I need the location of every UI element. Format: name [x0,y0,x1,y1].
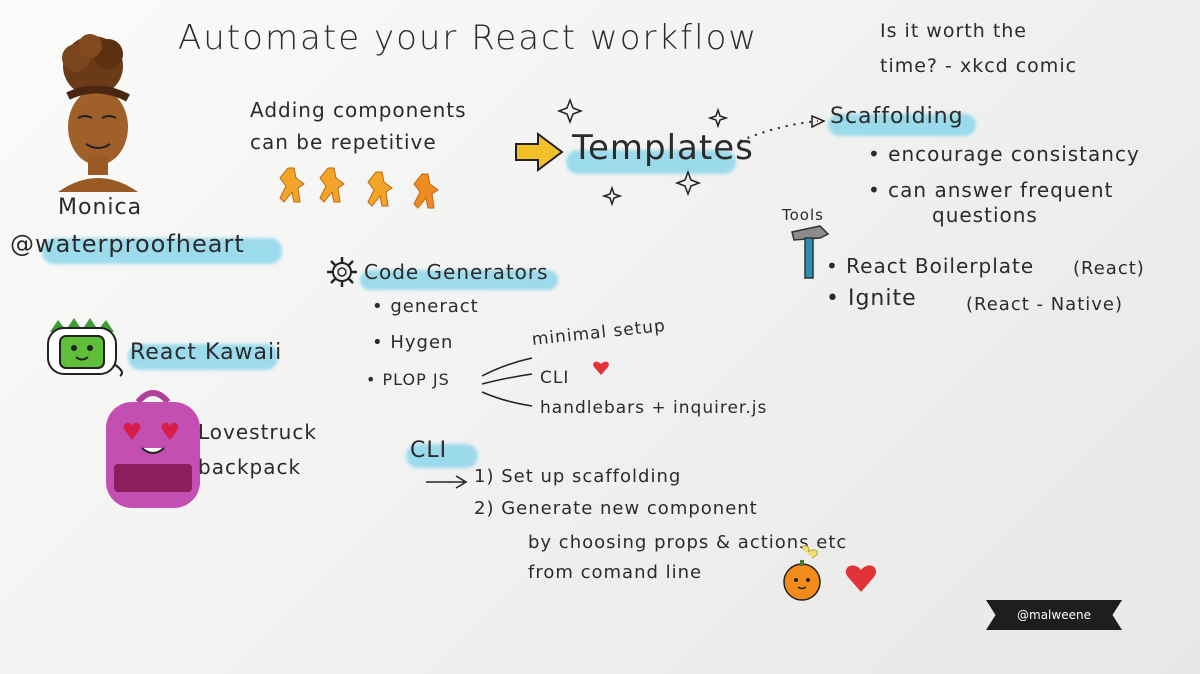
page-title: Automate your React workflow [178,18,759,58]
cli-title: CLI [410,438,448,463]
templates-label: Templates [572,128,754,168]
repeating-figures-illustration [279,167,439,209]
heart-icon [593,361,609,375]
backpack-illustration [106,390,200,508]
speaker-portrait-illustration [58,34,138,192]
tool-react-boilerplate-note: (React) [1073,258,1145,279]
speaker-handle: @waterproofheart [10,230,245,258]
scaffolding-point-1: • encourage consistancy [868,142,1140,166]
cli-highlight [406,444,478,468]
cli-step-2: 2) Generate new component [474,498,758,519]
credit-label: @malweene [1017,608,1091,622]
scaffolding-point-3: questions [932,203,1038,227]
handle-highlight [42,238,282,264]
scaffolding-title: Scaffolding [830,104,964,129]
cli-step-2-line-2: by choosing props & actions etc [528,532,848,553]
red-heart-icon [845,565,877,592]
generator-generact: • generact [372,296,479,317]
code-generators-title: Code Generators [364,260,549,284]
hammer-icon [791,225,830,279]
cli-step-1: 1) Set up scaffolding [474,466,682,487]
kawaii-pumpkin-icon [783,545,821,601]
xkcd-note-line-1: Is it worth the [880,20,1027,42]
lovestruck-line-2: backpack [198,455,302,479]
xkcd-note-line-2: time? - xkcd comic [880,55,1078,77]
tools-label: Tools [782,206,824,224]
repetitive-line-2: can be repetitive [250,130,437,154]
repetitive-line-1: Adding components [250,98,467,122]
dotted-arrow-icon [739,114,826,142]
plop-note-minimal-setup: minimal setup [530,316,667,350]
yellow-arrow-icon [515,132,564,172]
sparkle-icons [556,97,729,207]
tool-ignite-note: (React - Native) [966,294,1124,315]
scaffolding-point-2: • can answer frequent [868,178,1114,202]
cli-step-2-line-3: from comand line [528,562,703,583]
code-generators-highlight [360,270,558,290]
arrow-right-icon [426,475,468,489]
tool-react-boilerplate: • React Boilerplate [826,254,1035,278]
react-kawaii-label: React Kawaii [130,340,283,365]
generator-plop: • PLOP JS [366,370,450,389]
scaffolding-highlight [828,114,976,136]
gear-icon [327,257,357,287]
plop-branch-lines [481,357,533,407]
tool-ignite: • Ignite [826,286,917,311]
generator-hygen: • Hygen [372,332,454,353]
plop-note-handlebars: handlebars + inquirer.js [540,398,768,418]
speaker-name: Monica [58,195,143,220]
kawaii-monster-icon [47,318,123,377]
react-kawaii-highlight [128,344,278,370]
lovestruck-line-1: Lovestruck [198,420,317,444]
credit-badge: @malweene [986,600,1122,630]
templates-highlight [566,150,736,174]
plop-note-cli: CLI [540,368,570,388]
